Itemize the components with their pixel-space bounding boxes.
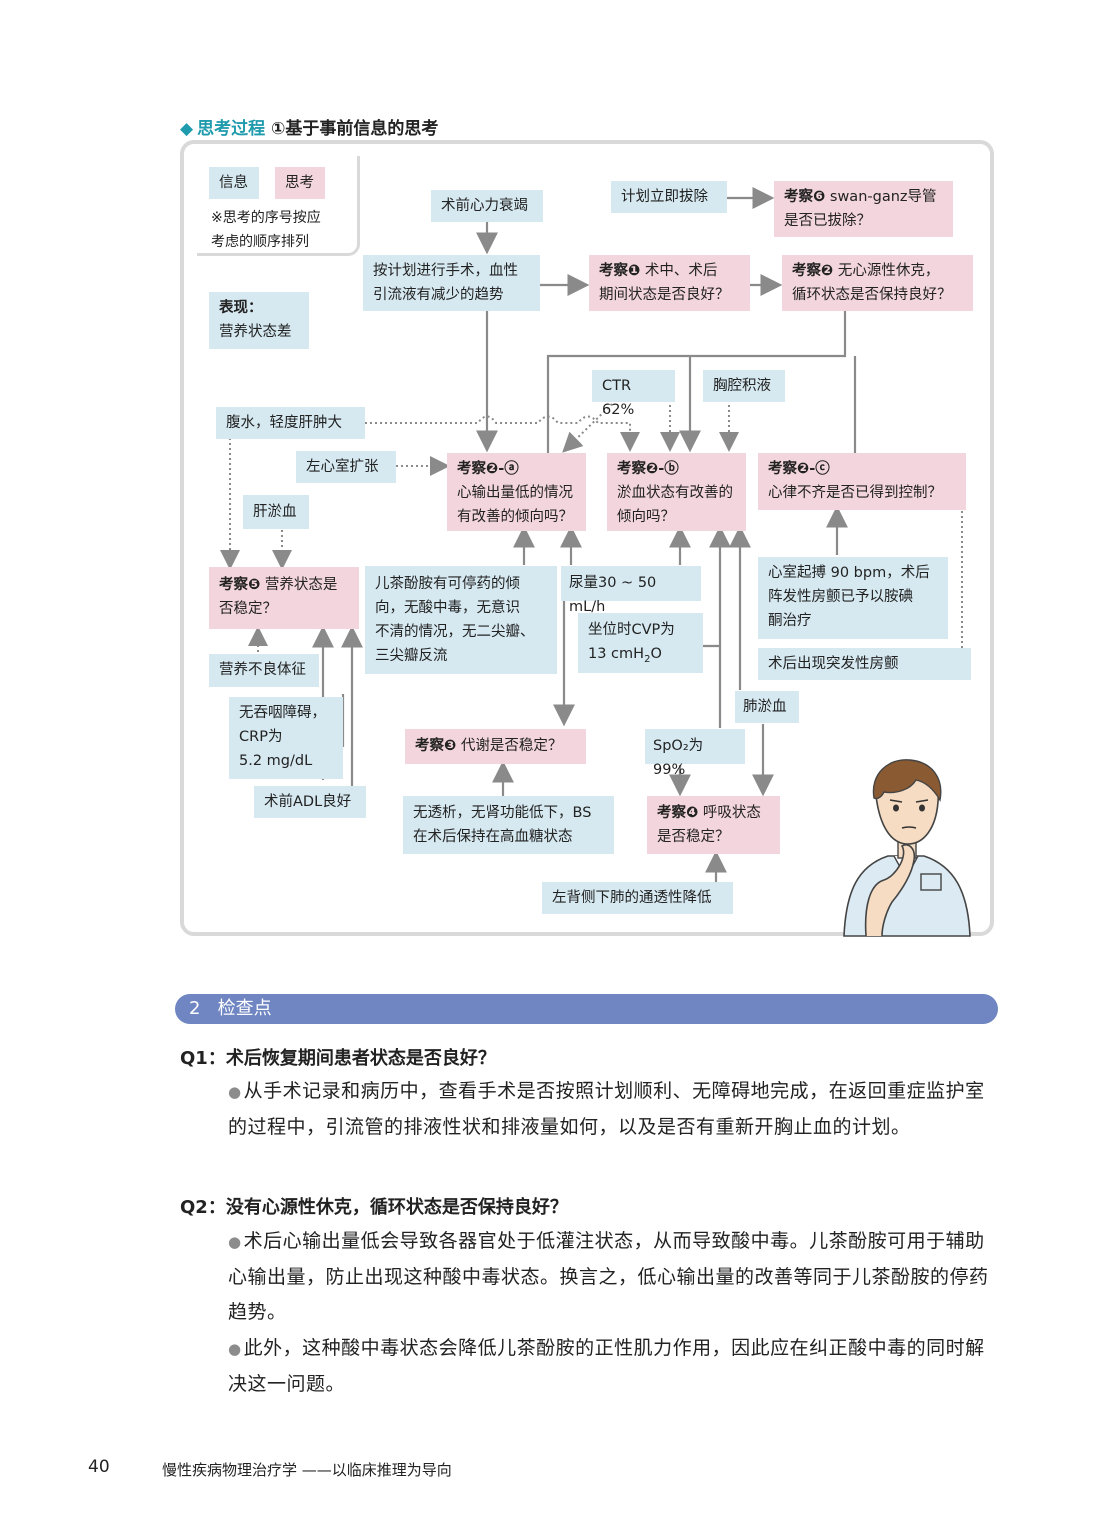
node-consider-2c: 考察❷-ⓒ 心律不齐是否已得到控制？ <box>758 453 966 510</box>
consider-text: 呼吸状态 <box>703 805 761 821</box>
node-text: 按计划进行手术，血性 <box>373 259 530 283</box>
consider-label: 考察❺ <box>219 577 260 593</box>
consider-text: 心律不齐是否已得到控制？ <box>768 481 956 505</box>
node-plan-remove: 计划立即拔除 <box>611 181 727 213</box>
node-text: O <box>650 646 661 662</box>
node-text: 坐位时CVP为 <box>588 618 693 642</box>
node-consider-2b: 考察❷-ⓑ 淤血状态有改善的 倾向吗？ <box>607 453 746 531</box>
consider-text: 倾向吗？ <box>617 505 736 529</box>
node-catecholamine: 儿茶酚胺有可停药的倾 向，无酸中毒，无意识 不清的情况，无二尖瓣、 三尖瓣反流 <box>365 566 557 674</box>
node-text: 酮治疗 <box>768 609 938 633</box>
node-preop-adl: 术前ADL良好 <box>254 786 366 818</box>
node-urine-output: 尿量30 ~ 50 mL/h <box>561 566 701 601</box>
question-1-answer: ●从手术记录和病历中，查看手术是否按照计划顺利、无障碍地完成，在返回重症监护室的… <box>228 1074 998 1145</box>
consider-text: swan-ganz导管 <box>830 189 937 205</box>
consider-text: 营养状态是 <box>265 577 338 593</box>
node-consider-2a: 考察❷-ⓐ 心输出量低的情况 有改善的倾向吗？ <box>447 453 586 531</box>
node-consider-6: 考察❻ swan-ganz导管 是否已拔除？ <box>774 181 953 237</box>
node-text: 向，无酸中毒，无意识 <box>375 596 547 620</box>
node-text: 儿茶酚胺有可停药的倾 <box>375 572 547 596</box>
consider-label: 考察❷-ⓒ <box>768 461 830 477</box>
node-consider-4: 考察❹ 呼吸状态 是否稳定？ <box>647 796 780 854</box>
consider-label: 考察❶ <box>599 263 640 279</box>
legend-info-chip: 信息 <box>209 167 259 199</box>
consider-text: 有改善的倾向吗？ <box>457 505 576 529</box>
node-text: 心室起搏 90 bpm，术后 <box>768 561 938 585</box>
node-lung-congestion: 肺淤血 <box>735 691 799 723</box>
answer-text: 从手术记录和病历中，查看手术是否按照计划顺利、无障碍地完成，在返回重症监护室的过… <box>228 1080 985 1138</box>
consider-text: 术中、术后 <box>645 263 718 279</box>
consider-text: 代谢是否稳定？ <box>461 738 563 754</box>
node-ventricular-pacing: 心室起搏 90 bpm，术后 阵发性房颤已予以胺碘 酮治疗 <box>758 557 948 639</box>
consider-text: 淤血状态有改善的 <box>617 481 736 505</box>
node-text: CRP为 <box>239 725 333 749</box>
question-2-answer-1: ●术后心输出量低会导致各器官处于低灌注状态，从而导致酸中毒。儿茶酚胺可用于辅助心… <box>228 1224 998 1330</box>
bullet-icon: ● <box>228 1233 242 1251</box>
page-number: 40 <box>88 1457 110 1477</box>
node-malnutrition-sign: 营养不良体征 <box>209 654 319 687</box>
book-title: 慢性疾病物理治疗学 ——以临床推理为导向 <box>162 1459 452 1480</box>
consider-text: 否稳定？ <box>219 597 349 621</box>
legend-think-chip: 思考 <box>275 167 325 199</box>
bullet-icon: ● <box>228 1083 242 1101</box>
node-left-lower-lung: 左背侧下肺的通透性降低 <box>542 882 733 914</box>
node-af-onset: 术后出现突发性房颤 <box>758 648 971 680</box>
doctor-illustration <box>836 756 976 938</box>
node-consider-1: 考察❶ 术中、术后 期间状态是否良好？ <box>589 255 750 311</box>
consider-label: 考察❹ <box>657 805 698 821</box>
consider-text: 是否已拔除？ <box>784 209 943 233</box>
node-consider-3: 考察❸ 代谢是否稳定？ <box>405 729 586 764</box>
consider-label: 考察❷-ⓑ <box>617 461 679 477</box>
question-2: Q2：没有心源性休克，循环状态是否保持良好？ <box>180 1193 568 1219</box>
node-ascites: 腹水，轻度肝肿大 <box>216 407 365 439</box>
node-lv-dilation: 左心室扩张 <box>296 451 396 483</box>
node-text: 无透析，无肾功能低下，BS <box>413 801 604 825</box>
node-pleural-effusion: 胸腔积液 <box>703 370 785 402</box>
consider-label: 考察❻ <box>784 189 825 205</box>
legend-note-line2: 考虑的顺序排列 <box>211 230 321 254</box>
question-1: Q1：术后恢复期间患者状态是否良好？ <box>180 1044 496 1070</box>
answer-text: 此外，这种酸中毒状态会降低儿茶酚胺的正性肌力作用，因此应在纠正酸中毒的同时解决这… <box>228 1337 985 1395</box>
consider-text: 循环状态是否保持良好？ <box>792 283 963 307</box>
node-surgery-as-planned: 按计划进行手术，血性 引流液有减少的趋势 <box>363 255 540 311</box>
legend-note-line1: ※思考的序号按应 <box>211 206 321 230</box>
consider-label: 考察❷ <box>792 263 833 279</box>
node-text: 阵发性房颤已予以胺碘 <box>768 585 938 609</box>
consider-text: 无心源性休克， <box>838 263 940 279</box>
consider-text: 期间状态是否良好？ <box>599 283 740 307</box>
node-consider-2: 考察❷ 无心源性休克， 循环状态是否保持良好？ <box>782 255 973 311</box>
bullet-icon: ● <box>228 1340 242 1358</box>
banner-number: 2 <box>189 998 200 1019</box>
node-preop-heart-failure: 术前心力衰竭 <box>431 190 543 222</box>
node-text: 13 cmH <box>588 646 644 662</box>
consider-text: 心输出量低的情况 <box>457 481 576 505</box>
banner-title: 检查点 <box>218 998 272 1019</box>
dotted-connector <box>365 417 630 449</box>
node-no-dialysis: 无透析，无肾功能低下，BS 在术后保持在高血糖状态 <box>403 796 614 854</box>
legend-note: ※思考的序号按应 考虑的顺序排列 <box>211 206 321 254</box>
question-2-answer-2: ●此外，这种酸中毒状态会降低儿茶酚胺的正性肌力作用，因此应在纠正酸中毒的同时解决… <box>228 1331 998 1402</box>
node-no-dysphagia: 无吞咽障碍， CRP为 5.2 mg/dL <box>229 697 343 779</box>
node-spo2: SpO₂为 99% <box>645 729 745 764</box>
node-text: 三尖瓣反流 <box>375 644 547 668</box>
node-text: 无吞咽障碍， <box>239 701 333 725</box>
checkpoint-banner: 2 检查点 <box>175 994 998 1024</box>
node-text: 在术后保持在高血糖状态 <box>413 825 604 849</box>
node-ctr: CTR 62% <box>592 370 675 402</box>
node-text: 不清的情况，无二尖瓣、 <box>375 620 547 644</box>
consider-label: 考察❸ <box>415 738 456 754</box>
consider-text: 是否稳定？ <box>657 825 770 849</box>
node-text: 营养状态差 <box>219 320 299 344</box>
answer-text: 术后心输出量低会导致各器官处于低灌注状态，从而导致酸中毒。儿茶酚胺可用于辅助心输… <box>228 1230 989 1323</box>
node-text: 5.2 mg/dL <box>239 749 333 773</box>
node-text: 引流液有减少的趋势 <box>373 283 530 307</box>
node-liver-congestion: 肝淤血 <box>243 495 309 529</box>
node-sign: 表现： 营养状态差 <box>209 292 309 349</box>
node-text: 表现： <box>219 296 299 320</box>
node-consider-5: 考察❺ 营养状态是 否稳定？ <box>209 567 359 629</box>
node-cvp: 坐位时CVP为 13 cmH2O <box>578 613 703 673</box>
consider-label: 考察❷-ⓐ <box>457 461 519 477</box>
